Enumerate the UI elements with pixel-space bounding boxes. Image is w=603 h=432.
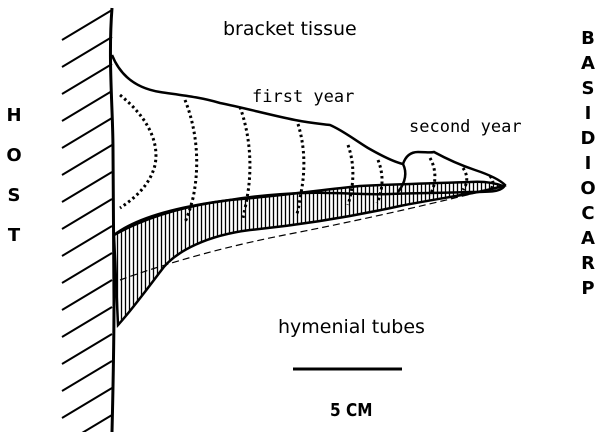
basidiocarp-letter: I bbox=[585, 151, 592, 176]
basidiocarp-letter: C bbox=[581, 201, 594, 226]
first-year-label: first year bbox=[252, 87, 354, 107]
basidiocarp-letter: S bbox=[582, 76, 595, 101]
basidiocarp-label: B A S I D I O C A R P bbox=[578, 26, 598, 301]
hymenial-tubes-label: hymenial tubes bbox=[278, 316, 425, 338]
basidiocarp-letter: I bbox=[585, 101, 592, 126]
host-letter: S bbox=[8, 176, 21, 216]
host-letter: T bbox=[8, 216, 20, 256]
basidiocarp-letter: B bbox=[581, 26, 595, 51]
bracket-tissue-label: bracket tissue bbox=[223, 18, 357, 40]
host-letter: O bbox=[6, 136, 21, 176]
basidiocarp-letter: D bbox=[581, 126, 596, 151]
host-letter: H bbox=[6, 96, 21, 136]
second-year-label: second year bbox=[409, 117, 522, 137]
basidiocarp-letter: P bbox=[581, 276, 594, 301]
basidiocarp-letter: A bbox=[581, 226, 595, 251]
scale-label: 5 CM bbox=[330, 400, 372, 421]
basidiocarp-letter: R bbox=[581, 251, 595, 276]
host-surface-line bbox=[110, 8, 114, 432]
host-hatching bbox=[62, 10, 112, 432]
hymenial-tube-layer bbox=[114, 182, 503, 325]
basidiocarp-letter: A bbox=[581, 51, 595, 76]
basidiocarp-letter: O bbox=[580, 176, 595, 201]
host-label: H O S T bbox=[4, 96, 24, 256]
